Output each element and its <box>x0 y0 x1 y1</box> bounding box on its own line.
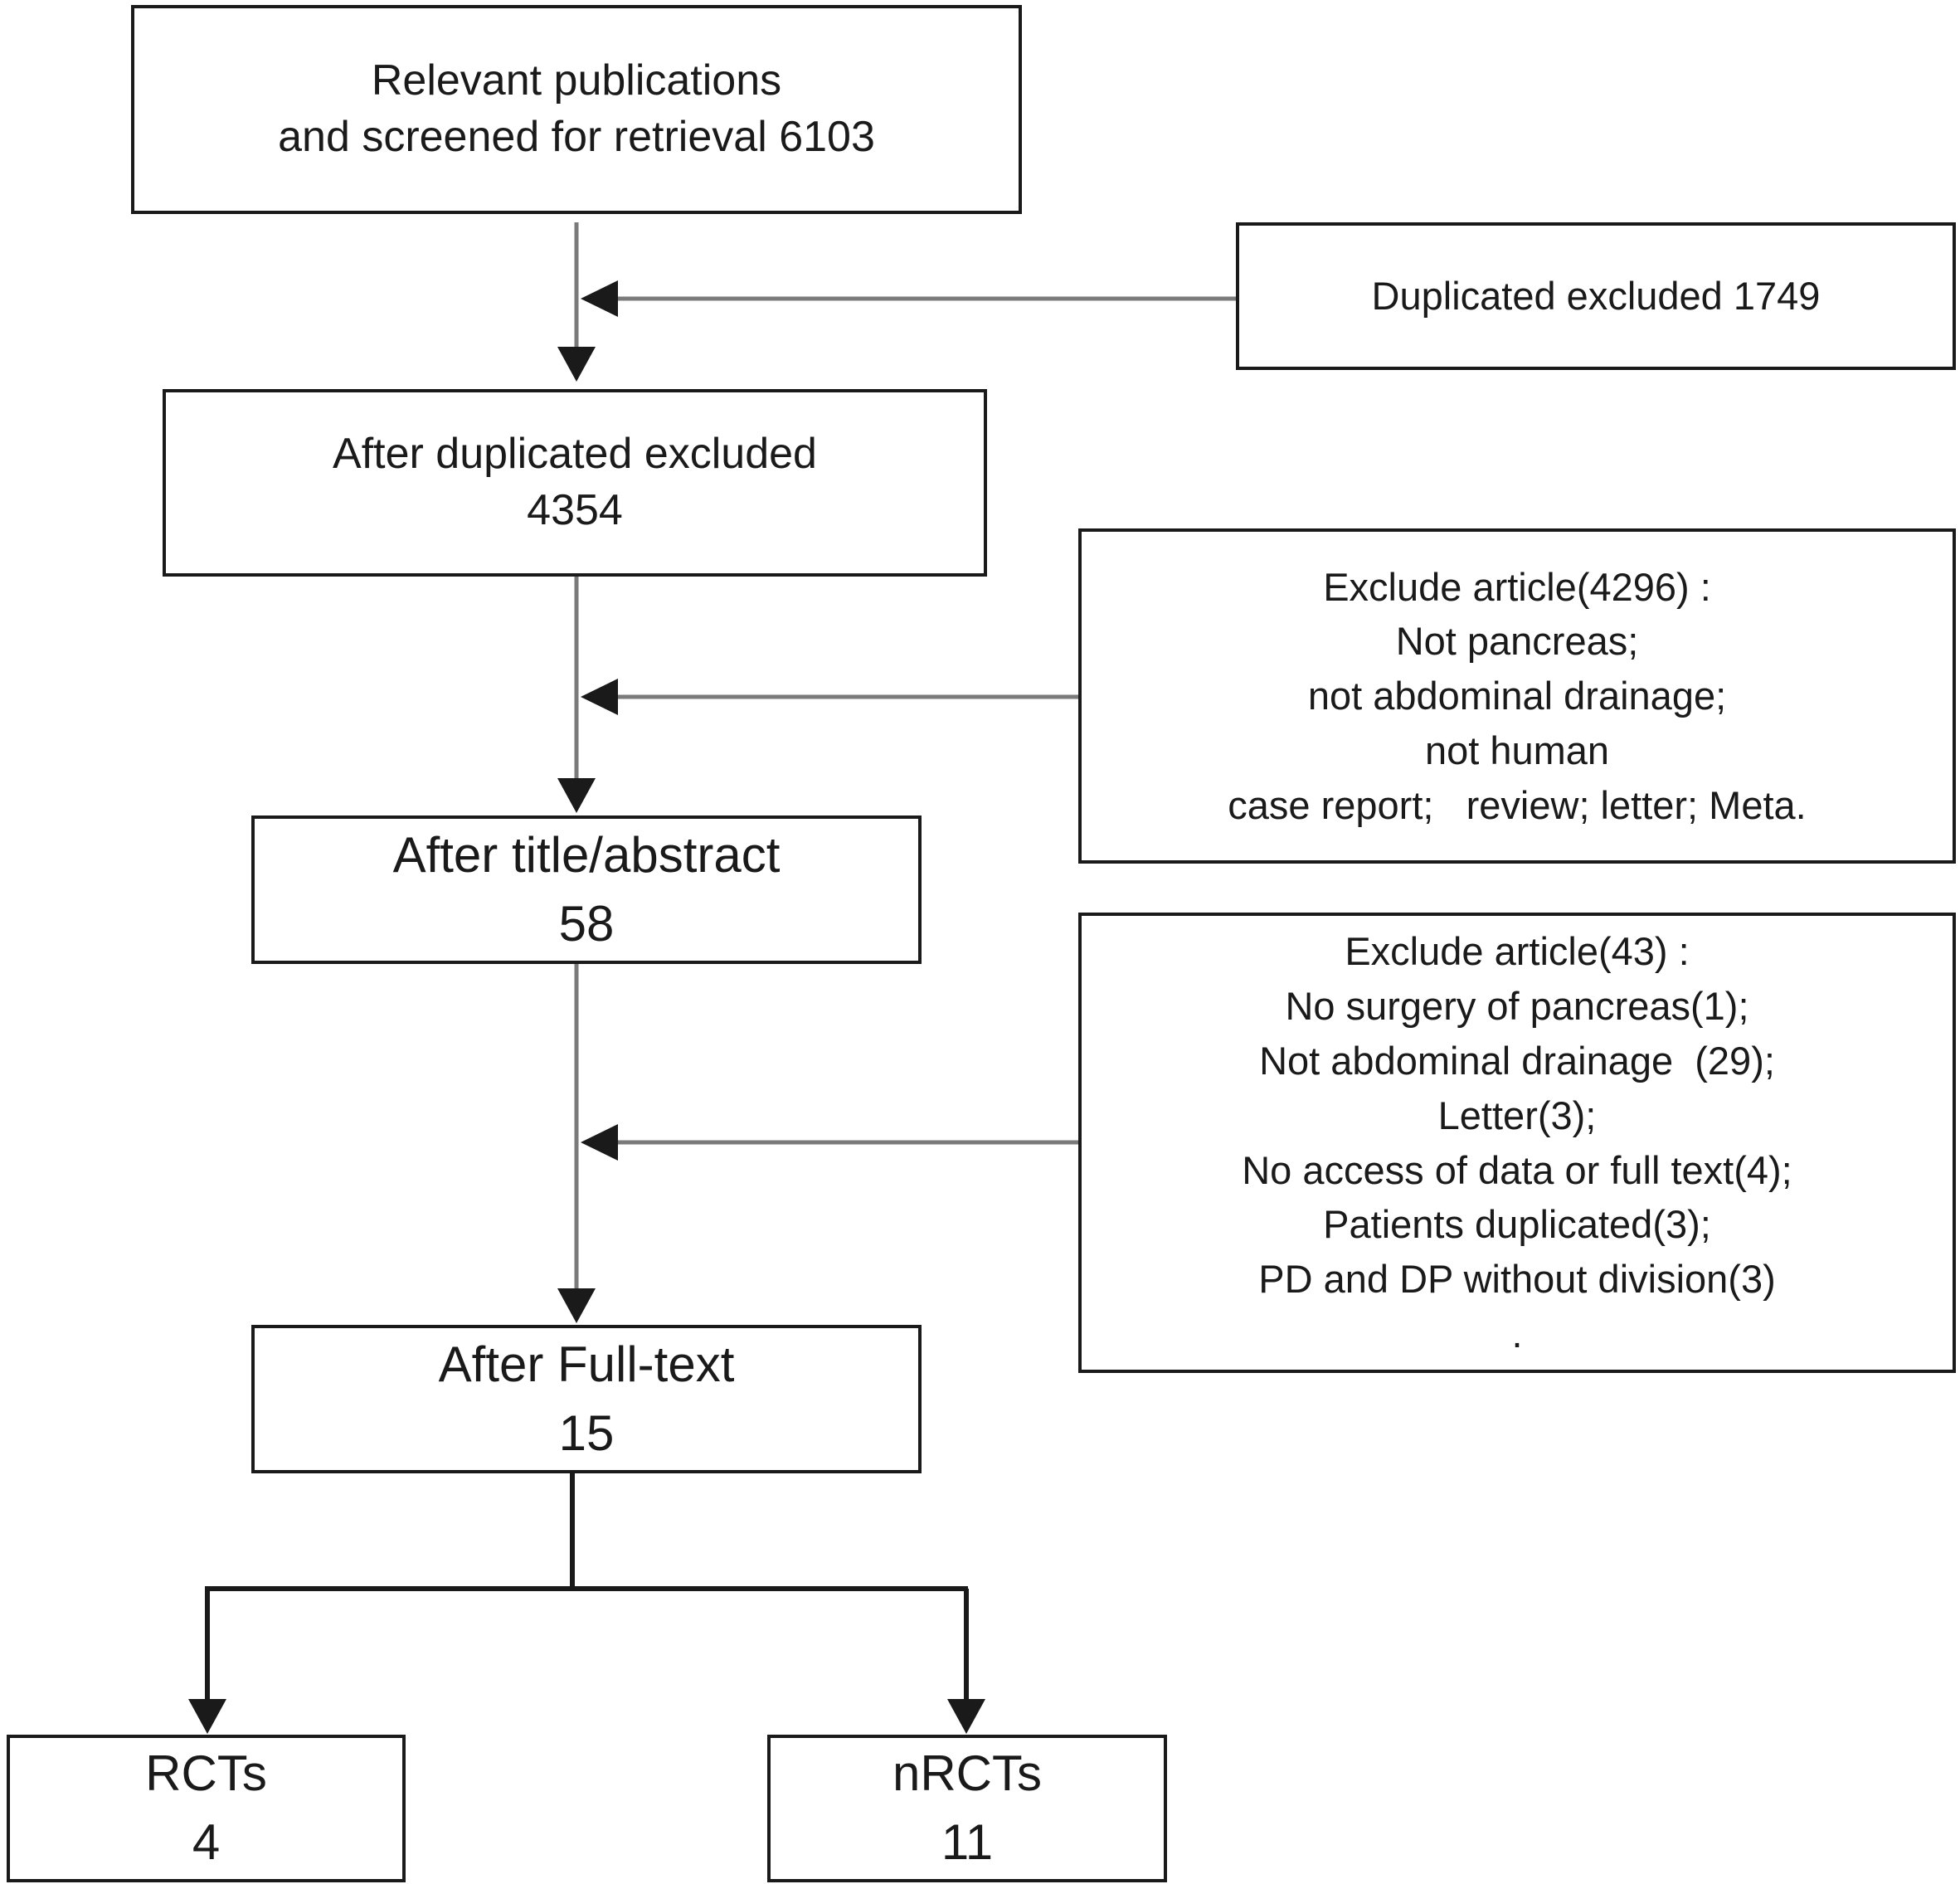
exclusion-text-line: Exclude article(4296) : <box>1323 564 1711 609</box>
box-after-full-text: After Full-text 15 <box>251 1325 922 1473</box>
arrow-head-full-text-excluded <box>581 1124 618 1161</box>
box-nrcts: nRCTs 11 <box>767 1735 1167 1882</box>
exclusion-text-line: not human <box>1424 728 1610 772</box>
box-text-line: RCTs <box>145 1745 267 1802</box>
box-text-line: nRCTs <box>892 1745 1043 1802</box>
box-records-retrieved: Relevant publications and screened for r… <box>131 5 1022 214</box>
arrow-head-after-duplicates <box>557 347 596 382</box>
box-duplicates-excluded: Duplicated excluded 1749 <box>1236 222 1956 370</box>
box-text-line: After title/abstract <box>392 826 781 883</box>
exclusion-text-line: No surgery of pancreas(1); <box>1285 984 1749 1029</box>
exclusion-text-line: No access of data or full text(4); <box>1242 1147 1792 1192</box>
box-count: 15 <box>558 1404 615 1461</box>
box-count: 11 <box>941 1814 994 1870</box>
arrow-head-title-abstract-excluded <box>581 679 618 715</box>
exclusion-text-line: PD and DP without division(3) <box>1258 1257 1776 1302</box>
arrow-head-rcts <box>188 1699 226 1734</box>
box-title-abstract-exclusions: Exclude article(4296) : Not pancreas; no… <box>1078 528 1956 864</box>
exclusion-text-line: Duplicated excluded 1749 <box>1371 274 1821 319</box>
box-count: 4 <box>192 1814 221 1870</box>
arrow-head-nrcts <box>947 1699 985 1734</box>
box-count: 58 <box>558 895 615 952</box>
box-count: 4354 <box>527 486 623 534</box>
arrow-head-after-title-abstract <box>557 778 596 813</box>
box-text-line: and screened for retrieval 6103 <box>278 113 875 161</box>
exclusion-text-line: not abdominal drainage; <box>1307 674 1727 718</box>
box-text-line: After duplicated excluded <box>333 430 817 479</box>
box-full-text-exclusions: Exclude article(43) : No surgery of panc… <box>1078 913 1956 1373</box>
exclusion-text-line: case report; review; letter; Meta. <box>1228 782 1807 827</box>
exclusion-text-line: Not pancreas; <box>1395 619 1639 664</box>
exclusion-text-line: Not abdominal drainage (29); <box>1259 1038 1775 1083</box>
arrow-head-after-full-text <box>557 1288 596 1323</box>
exclusion-text-line: Letter(3); <box>1437 1093 1597 1137</box>
exclusion-text-line: . <box>1511 1311 1523 1356</box>
box-text-line: Relevant publications <box>371 56 782 105</box>
exclusion-text-line: Exclude article(43) : <box>1345 929 1690 974</box>
box-text-line: After Full-text <box>438 1336 735 1392</box>
arrow-head-duplicates-excluded <box>581 280 618 317</box>
box-rcts: RCTs 4 <box>7 1735 406 1882</box>
box-after-title-abstract: After title/abstract 58 <box>251 815 922 964</box>
exclusion-text-line: Patients duplicated(3); <box>1323 1202 1711 1247</box>
box-after-duplicates-excluded: After duplicated excluded 4354 <box>163 389 987 577</box>
